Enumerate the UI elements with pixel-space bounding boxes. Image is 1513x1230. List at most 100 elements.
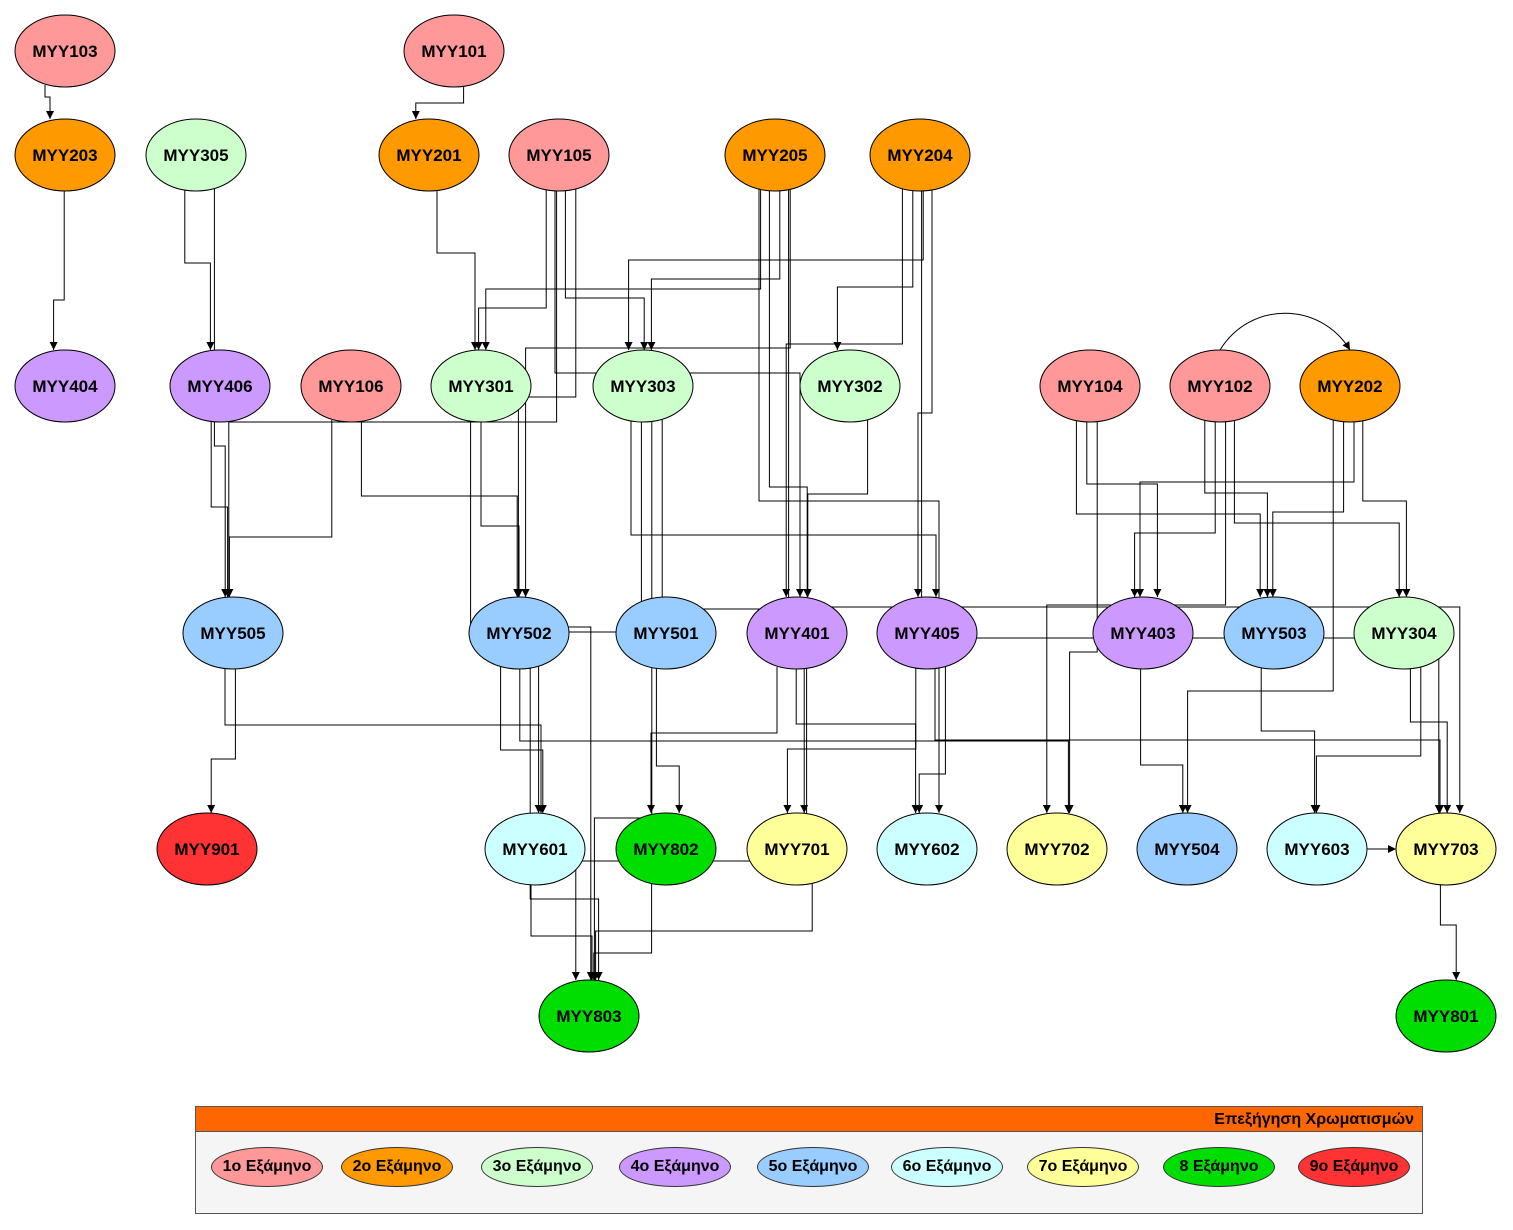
node-label: MYY603 [1284, 840, 1349, 859]
edges-layer [44, 85, 1464, 980]
edge-myy204-to-myy703 [921, 189, 1443, 813]
node-label: MYY601 [502, 840, 567, 859]
node-label: MYY104 [1057, 377, 1123, 396]
edge-myy305-to-myy406 [184, 189, 215, 350]
edge-myy405-to-myy701 [783, 667, 917, 813]
node-label: MYY403 [1110, 624, 1175, 643]
node-label: MYY202 [1317, 377, 1382, 396]
node-label: MYY304 [1371, 624, 1437, 643]
edge-myy105-to-myy303 [564, 189, 649, 350]
node-label: MYY801 [1413, 1007, 1478, 1026]
node-ellipse [1039, 349, 1141, 423]
node-ellipse [1223, 596, 1325, 670]
node-ellipse [1092, 596, 1194, 670]
node-ellipse [1395, 812, 1497, 886]
node-ellipse [14, 14, 116, 88]
node-ellipse [615, 812, 717, 886]
edge-myy102-to-myy304 [1233, 420, 1404, 597]
node-myy505: MYY505 [182, 596, 284, 670]
edge-myy102-to-myy202 [1219, 312, 1351, 351]
node-myy503: MYY503 [1223, 596, 1325, 670]
node-myy203: MYY203 [14, 118, 116, 192]
legend-item-sem5: 5ο Εξάμηνο [757, 1147, 869, 1187]
node-ellipse [156, 812, 258, 886]
node-ellipse [538, 979, 640, 1053]
edge-myy102-to-myy403 [1130, 420, 1216, 597]
edge-myy403-to-myy504 [1140, 667, 1187, 813]
node-myy205: MYY205 [724, 118, 826, 192]
node-myy404: MYY404 [14, 349, 116, 423]
edge-myy105-to-myy505 [224, 189, 558, 597]
edge-myy103-to-myy203 [44, 85, 54, 119]
node-myy405: MYY405 [876, 596, 978, 670]
edge-myy101-to-myy201 [411, 85, 465, 119]
node-label: MYY505 [200, 624, 265, 643]
node-myy305: MYY305 [145, 118, 247, 192]
node-label: MYY101 [421, 42, 486, 61]
edge-myy102-to-myy503 [1204, 420, 1272, 597]
edge-myy302-to-myy401 [803, 420, 869, 597]
node-label: MYY303 [610, 377, 675, 396]
edge-myy204-to-myy303 [624, 189, 924, 350]
node-label: MYY401 [764, 624, 829, 643]
node-ellipse [169, 349, 271, 423]
node-myy302: MYY302 [799, 349, 901, 423]
edge-myy202-to-myy403 [1136, 420, 1355, 597]
node-label: MYY204 [887, 146, 953, 165]
edge-myy401-to-myy602 [795, 667, 920, 813]
edge-myy502-to-myy803 [529, 667, 603, 980]
node-ellipse [1299, 349, 1401, 423]
node-label: MYY702 [1024, 840, 1089, 859]
node-myy202: MYY202 [1299, 349, 1401, 423]
legend-items: 1ο Εξάμηνο 2ο Εξάμηνο 3ο Εξάμηνο 4ο Εξάμ… [196, 1132, 1422, 1214]
node-myy406: MYY406 [169, 349, 271, 423]
node-ellipse [592, 349, 694, 423]
edge-myy303-to-myy701 [640, 420, 809, 813]
node-myy703: MYY703 [1395, 812, 1497, 886]
legend-item-sem3: 3ο Εξάμηνο [481, 1147, 593, 1187]
node-ellipse [145, 118, 247, 192]
edge-myy303-to-myy803 [590, 420, 653, 980]
node-ellipse [1169, 349, 1271, 423]
edge-myy406-to-myy505 [210, 420, 232, 597]
edge-myy204-to-myy405 [914, 189, 933, 597]
node-label: MYY503 [1241, 624, 1306, 643]
node-ellipse [1395, 979, 1497, 1053]
legend-item-sem8: 8 Εξάμηνο [1163, 1147, 1275, 1187]
edge-myy501-to-myy802 [655, 667, 684, 813]
node-ellipse [403, 14, 505, 88]
edge-myy405-to-myy703 [934, 667, 1444, 813]
node-label: MYY602 [894, 840, 959, 859]
node-label: MYY105 [526, 146, 591, 165]
node-myy204: MYY204 [869, 118, 971, 192]
edge-myy505-to-myy601 [224, 667, 545, 813]
edge-myy401-to-myy802 [647, 667, 778, 813]
node-label: MYY201 [396, 146, 461, 165]
node-label: MYY404 [32, 377, 98, 396]
edge-myy202-to-myy504 [1183, 420, 1334, 813]
node-myy101: MYY101 [403, 14, 505, 88]
node-label: MYY102 [1187, 377, 1252, 396]
node-ellipse [799, 349, 901, 423]
edge-myy201-to-myy301 [436, 189, 479, 350]
node-myy801: MYY801 [1395, 979, 1497, 1053]
node-label: MYY703 [1413, 840, 1478, 859]
node-label: MYY803 [556, 1007, 621, 1026]
node-label: MYY504 [1154, 840, 1220, 859]
edge-myy104-to-myy403 [1086, 420, 1162, 597]
edge-myy105-to-myy502 [514, 189, 577, 597]
node-ellipse [724, 118, 826, 192]
edge-myy205-to-myy301 [481, 189, 762, 350]
node-myy103: MYY103 [14, 14, 116, 88]
node-label: MYY205 [742, 146, 807, 165]
node-myy502: MYY502 [468, 596, 570, 670]
node-myy803: MYY803 [538, 979, 640, 1053]
node-myy403: MYY403 [1092, 596, 1194, 670]
legend-item-sem1: 1ο Εξάμηνο [211, 1147, 323, 1187]
node-label: MYY302 [817, 377, 882, 396]
edge-myy202-to-myy503 [1268, 420, 1345, 597]
node-myy301: MYY301 [430, 349, 532, 423]
edge-myy104-to-myy503 [1075, 420, 1265, 597]
edge-myy703-to-myy801 [1439, 883, 1461, 980]
